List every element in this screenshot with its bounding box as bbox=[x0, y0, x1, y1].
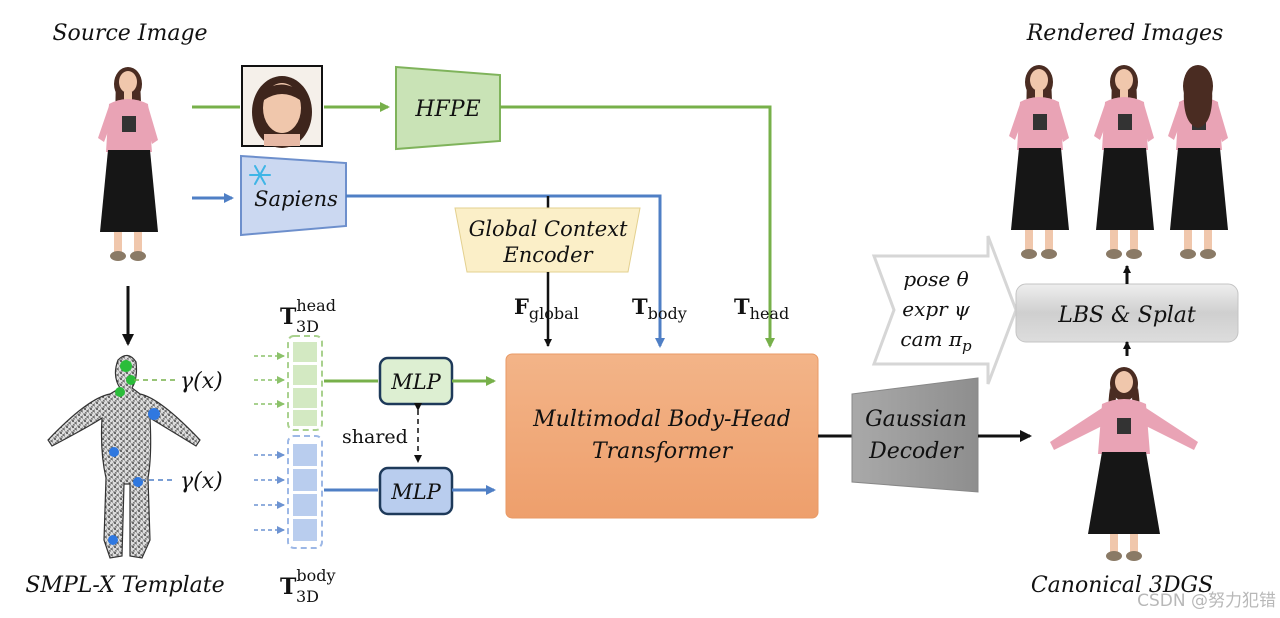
gamma-head-label: γ(x) bbox=[180, 369, 223, 394]
rendered-image-turned bbox=[1094, 65, 1154, 259]
hfpe-to-transformer-line bbox=[500, 105, 775, 348]
body-token bbox=[293, 519, 317, 541]
lbs-splat-label: LBS & Splat bbox=[1057, 303, 1196, 328]
face-crop-image bbox=[241, 65, 323, 148]
canonical-3dgs-image bbox=[1050, 367, 1198, 561]
canonical-3dgs-label: Canonical 3DGS bbox=[1031, 573, 1213, 598]
t-head-symbol: Thead bbox=[734, 294, 789, 323]
hfpe-block bbox=[395, 65, 501, 151]
transformer-block bbox=[505, 353, 819, 519]
rendered-image-front bbox=[1009, 65, 1069, 259]
gaussian-decoder-block bbox=[851, 377, 979, 493]
head-keypoint bbox=[126, 375, 136, 385]
transformer-label-line2: Transformer bbox=[592, 439, 734, 464]
global-context-label-line2: Encoder bbox=[502, 243, 594, 267]
smplx-template-label: SMPL-X Template bbox=[25, 573, 224, 598]
f-global-symbol: Fglobal bbox=[514, 294, 579, 323]
global-context-encoder-block bbox=[454, 207, 641, 273]
gamma-body-label: γ(x) bbox=[180, 469, 223, 494]
snowflake-icon bbox=[249, 165, 271, 185]
body-token bbox=[293, 444, 317, 466]
pose-param-label: pose θ bbox=[903, 267, 968, 291]
head-token bbox=[293, 388, 317, 408]
cam-param-label: cam πp bbox=[900, 327, 972, 355]
hfpe-label: HFPE bbox=[414, 97, 480, 122]
expr-param-label: expr ψ bbox=[902, 297, 970, 321]
sapiens-label: Sapiens bbox=[254, 187, 338, 211]
body-token-stack bbox=[287, 435, 323, 549]
rendered-image-back bbox=[1168, 65, 1228, 259]
head-token bbox=[293, 342, 317, 362]
params-hollow-arrow bbox=[871, 235, 1018, 385]
gaussian-decoder-label-line1: Gaussian bbox=[865, 407, 967, 432]
shared-label: shared bbox=[342, 426, 408, 448]
head-keypoint bbox=[115, 387, 125, 397]
mlp-head-label: MLP bbox=[390, 370, 441, 394]
body-keypoint bbox=[148, 408, 160, 420]
head-token bbox=[293, 410, 317, 426]
body-token bbox=[293, 469, 317, 491]
body-keypoint bbox=[133, 477, 143, 487]
gaussian-decoder-label-line2: Decoder bbox=[868, 439, 964, 464]
mlp-body-label: MLP bbox=[390, 480, 441, 504]
smplx-template-mesh bbox=[47, 354, 201, 559]
global-context-label-line1: Global Context bbox=[469, 217, 628, 241]
head-token-stack bbox=[287, 335, 323, 431]
source-person-image bbox=[98, 67, 158, 261]
head-keypoint bbox=[120, 360, 132, 372]
rendered-images-label: Rendered Images bbox=[1026, 21, 1224, 46]
transformer-label-line1: Multimodal Body-Head bbox=[532, 407, 791, 432]
source-image-label: Source Image bbox=[52, 21, 207, 46]
body-keypoint bbox=[108, 535, 118, 545]
body-token bbox=[293, 494, 317, 516]
watermark: CSDN @努力犯错 bbox=[1137, 591, 1276, 611]
t-body-symbol: Tbody bbox=[632, 294, 687, 323]
body-keypoint bbox=[109, 447, 119, 457]
head-token bbox=[293, 365, 317, 385]
sapiens-to-transformer-line bbox=[346, 194, 665, 348]
